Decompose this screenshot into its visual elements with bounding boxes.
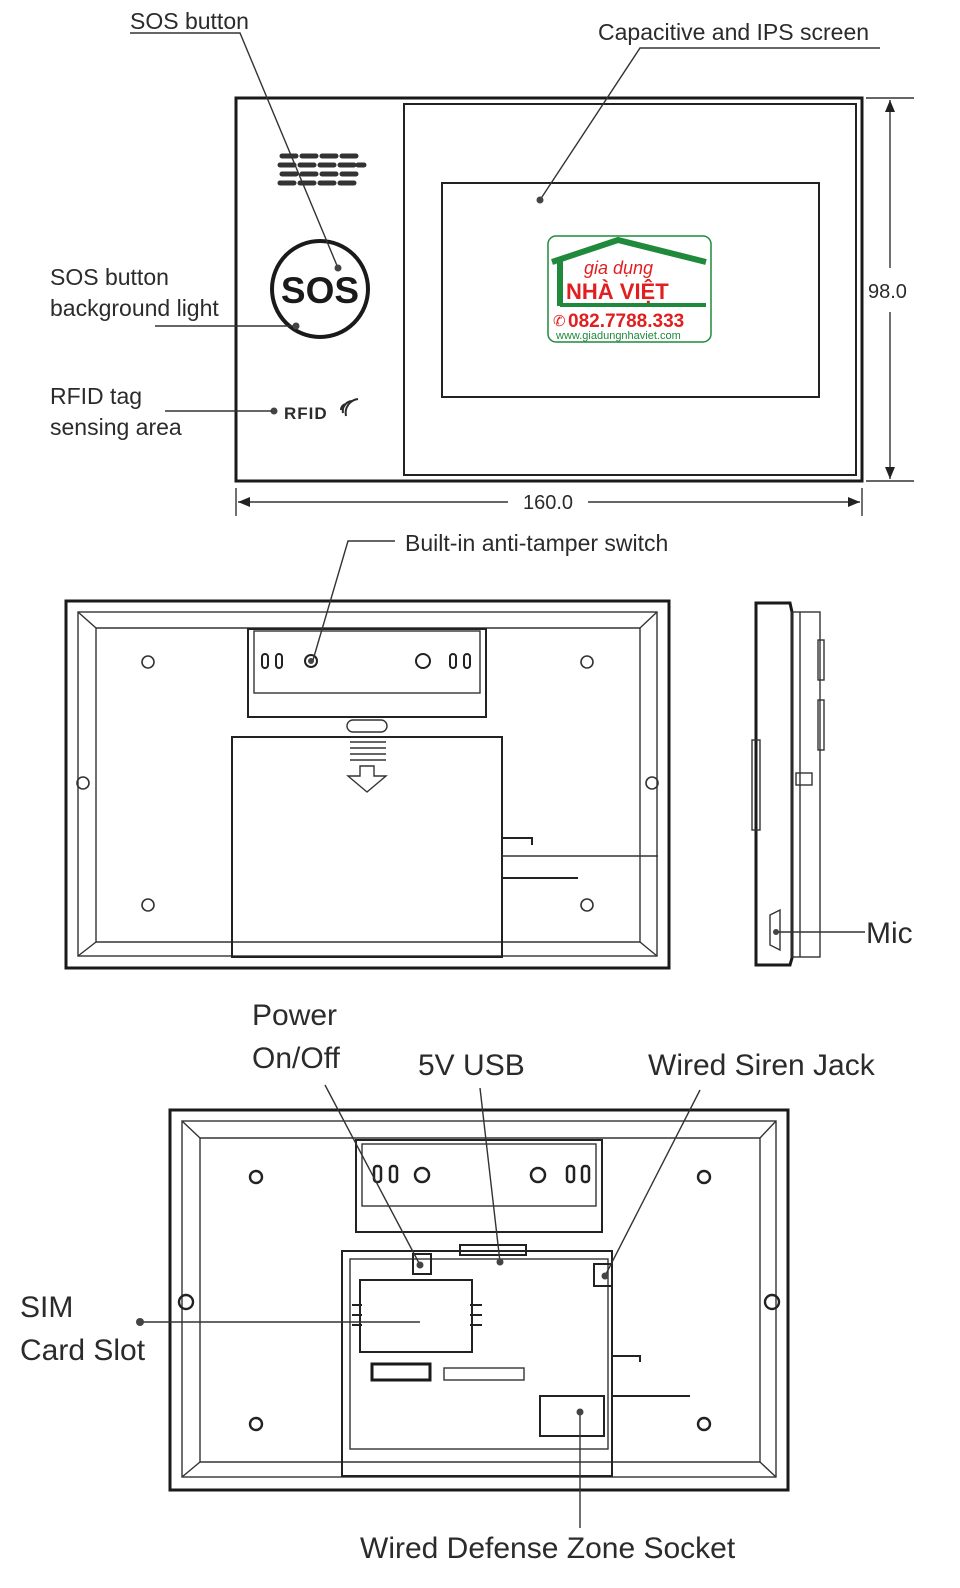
dimension-width-value: 160.0	[523, 492, 573, 514]
dimension-height: 98.0	[866, 97, 914, 482]
interior-view: Power On/Off 5V USB Wired Siren Jack SIM…	[20, 999, 876, 1565]
label-usb: 5V USB	[418, 1049, 525, 1082]
leader-siren-dot	[601, 1272, 609, 1280]
house-roof-icon	[551, 236, 707, 265]
watermark-url: www.giadungnhaviet.com	[555, 330, 681, 342]
mounting-plate	[247, 628, 487, 718]
interior-body-inner	[181, 1120, 777, 1478]
front-screen	[441, 182, 820, 398]
label-sim-1: SIM	[20, 1291, 73, 1324]
label-siren: Wired Siren Jack	[648, 1049, 876, 1082]
leader-power-dot	[416, 1261, 424, 1269]
speaker-grille	[277, 153, 367, 186]
mic-hole	[769, 908, 781, 952]
back-body-outer	[64, 599, 671, 970]
label-power-2: On/Off	[252, 1042, 340, 1075]
leader-sos-button-dot	[334, 264, 342, 272]
watermark-logo: gia dụng NHÀ VIỆT ✆ 082.7788.333 www.gia…	[547, 235, 712, 343]
leader-sos-light-dot	[292, 322, 300, 330]
leader-usb	[479, 1087, 501, 1263]
power-switch	[412, 1253, 432, 1275]
label-sim-2: Card Slot	[20, 1334, 146, 1367]
leader-screen	[539, 47, 880, 201]
rfid-text: RFID	[284, 404, 328, 423]
interior-screws	[177, 1169, 781, 1432]
label-tamper: Built-in anti-tamper switch	[405, 530, 668, 556]
label-screen: Capacitive and IPS screen	[598, 19, 869, 45]
rfid-wave-icon	[339, 398, 359, 417]
watermark-phone: 082.7788.333	[568, 311, 684, 332]
front-body	[234, 96, 864, 483]
sim-slot	[359, 1279, 473, 1353]
rfid-dot	[270, 407, 278, 415]
leader-defense-dot	[576, 1408, 584, 1416]
mic-dot	[773, 929, 779, 935]
phone-icon: ✆	[553, 313, 566, 330]
pcb-compartment	[341, 1250, 613, 1477]
leader-usb-dot	[496, 1258, 504, 1266]
siren-jack	[593, 1263, 613, 1287]
watermark-line2: NHÀ VIỆT	[566, 279, 669, 304]
label-sos-light-2: background light	[50, 295, 219, 321]
leader-siren	[604, 1089, 701, 1277]
back-body-inner	[77, 611, 658, 957]
leader-tamper	[312, 540, 395, 661]
front-screen-bezel	[403, 103, 857, 476]
battery-cover	[231, 736, 503, 958]
leader-sos-button	[130, 32, 339, 269]
sos-button-text: SOS	[281, 270, 359, 311]
dimension-width: 160.0	[235, 488, 863, 516]
watermark-line1: gia dụng	[584, 258, 653, 278]
side-body	[754, 601, 794, 967]
label-power-1: Power	[252, 999, 337, 1032]
leader-power	[324, 1084, 421, 1266]
leader-sim-dot	[136, 1318, 144, 1326]
dimension-height-value: 98.0	[868, 281, 907, 303]
back-view: Built-in anti-tamper switch	[64, 530, 671, 970]
label-rfid-1: RFID tag	[50, 383, 142, 409]
front-view: SOS RFID SOS button Capacitive and IPS s…	[50, 8, 914, 516]
usb-port	[459, 1244, 527, 1256]
arrow-down-icon	[346, 765, 388, 793]
mounting-slots	[261, 653, 471, 669]
leader-screen-dot	[536, 196, 544, 204]
label-defense: Wired Defense Zone Socket	[360, 1532, 736, 1565]
label-sos-button: SOS button	[130, 8, 249, 34]
interior-body-outer	[168, 1108, 790, 1492]
label-rfid-2: sensing area	[50, 414, 182, 440]
label-mic: Mic	[866, 917, 913, 950]
sos-button	[270, 239, 370, 339]
label-sos-light-1: SOS button	[50, 264, 169, 290]
defense-zone-socket	[539, 1395, 605, 1437]
back-screws	[76, 655, 659, 912]
side-view: Mic	[751, 601, 913, 967]
